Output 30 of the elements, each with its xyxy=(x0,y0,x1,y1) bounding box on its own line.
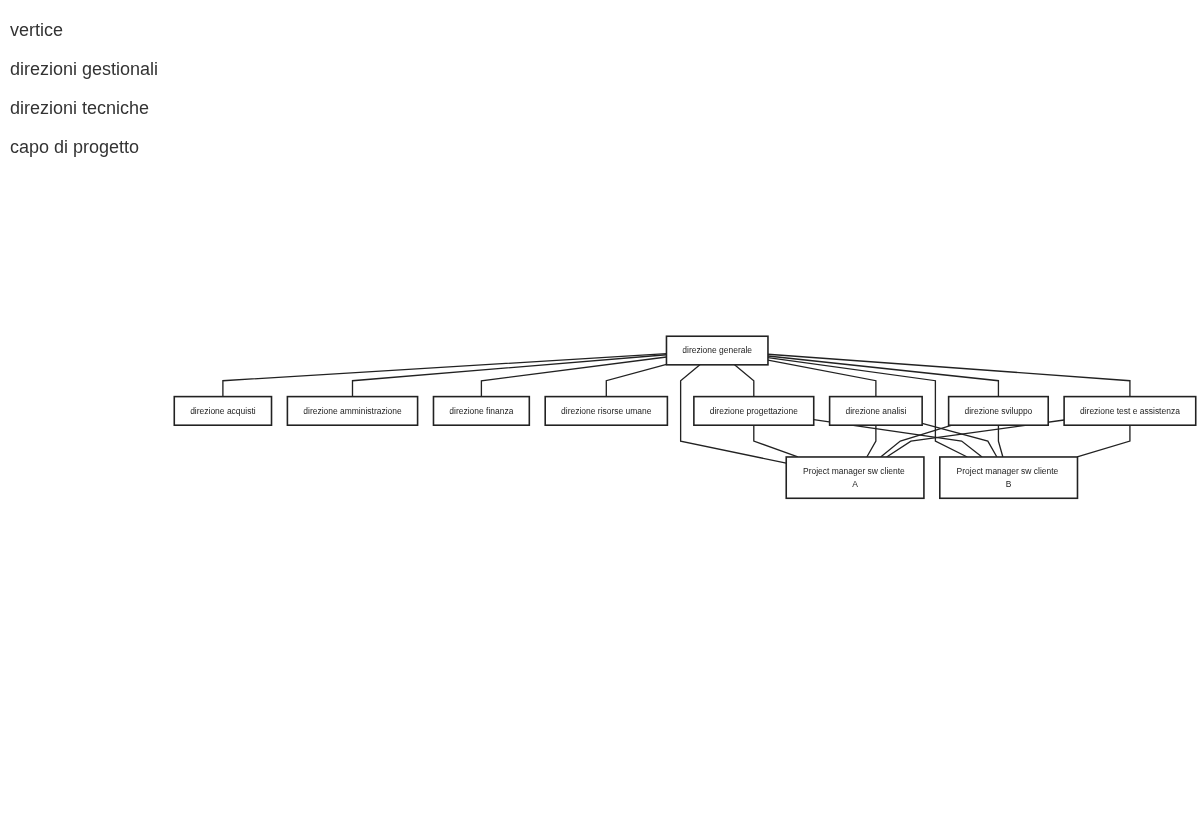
node-box: direzione finanza xyxy=(432,395,531,426)
connector xyxy=(866,424,877,458)
node-box: direzione generale xyxy=(665,335,769,366)
side-note: direzioni gestionali xyxy=(10,59,160,80)
side-note: direzioni tecniche xyxy=(10,98,151,119)
connector xyxy=(767,359,877,397)
side-note: capo di progetto xyxy=(10,137,141,158)
node-box: Project manager sw cliente B xyxy=(939,455,1079,499)
connector xyxy=(605,363,668,397)
connector xyxy=(921,422,998,458)
connector xyxy=(997,424,1004,458)
node-box: direzione progettazione xyxy=(693,395,815,426)
connector xyxy=(767,355,1000,397)
node-box: Project manager sw cliente A xyxy=(785,455,925,499)
side-note: vertice xyxy=(10,20,64,41)
connector xyxy=(480,356,668,397)
node-box: direzione analisi xyxy=(828,395,923,426)
node-box: direzione test e assistenza xyxy=(1063,395,1197,426)
connector xyxy=(1076,424,1131,458)
connector xyxy=(880,424,953,458)
connector xyxy=(351,353,668,397)
node-box: direzione sviluppo xyxy=(947,395,1049,426)
connector xyxy=(679,363,787,464)
connector xyxy=(222,352,668,397)
node-box: direzione acquisti xyxy=(173,395,273,426)
connector xyxy=(733,363,755,397)
node-box: direzione amministrazione xyxy=(286,395,419,426)
connector xyxy=(767,356,968,458)
connector xyxy=(767,353,1131,397)
node-box: direzione risorse umane xyxy=(544,395,669,426)
